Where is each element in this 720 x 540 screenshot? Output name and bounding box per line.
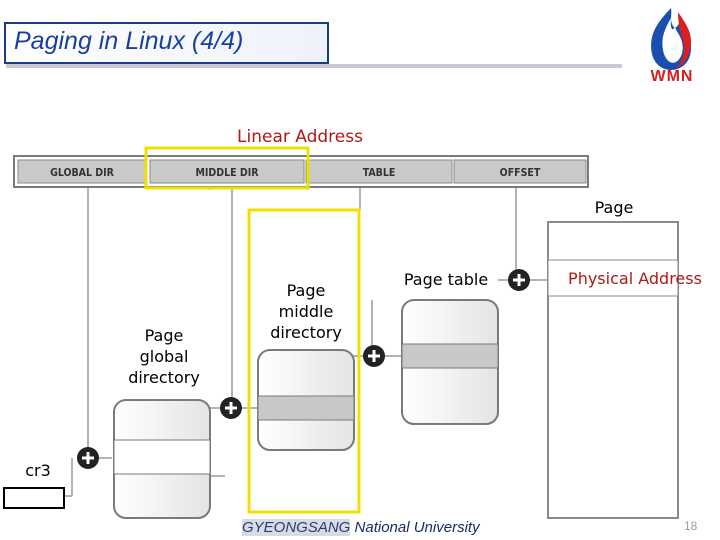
title-underline	[6, 64, 622, 68]
slide-title: Paging in Linux (4/4)	[14, 27, 244, 55]
address-field-label: GLOBAL DIR	[50, 167, 115, 179]
page-label: Page	[578, 197, 650, 218]
address-field-offset	[453, 159, 587, 184]
plus-circle-icon	[363, 345, 385, 367]
address-field-cells: GLOBAL DIR MIDDLE DIR TABLE OFFSET	[17, 159, 587, 184]
page-middle-directory-label: Page middle directory	[270, 281, 342, 342]
address-field-label: MIDDLE DIR	[196, 167, 260, 179]
footer-university: GYEONGSANG National University	[242, 519, 480, 536]
page-number: 18	[684, 519, 698, 533]
physical-address-entry	[547, 259, 679, 297]
page-table-label: Page table	[403, 270, 489, 289]
flame-logo-icon	[651, 8, 692, 70]
address-field-table	[305, 159, 453, 184]
address-field-middle-dir	[149, 159, 305, 184]
page-table-entry	[401, 343, 499, 369]
physical-address-label: Physical Address	[568, 269, 702, 288]
middle-dir-highlight	[144, 146, 310, 190]
logo-text: WMN	[650, 68, 694, 85]
connector-lines	[64, 187, 548, 497]
cr3-register	[3, 487, 65, 509]
plus-circle-icon	[508, 269, 530, 291]
page-middle-directory-entry	[257, 395, 355, 421]
address-field-label: OFFSET	[500, 167, 541, 179]
university-name-highlight: GYEONGSANG	[242, 519, 351, 536]
plus-circle-icon	[220, 397, 242, 419]
page-global-directory-entry	[113, 439, 211, 475]
university-name-rest: National University	[350, 519, 480, 536]
page-global-directory-label: Page global directory	[128, 326, 200, 387]
plus-circle-icon	[77, 447, 99, 469]
linear-address-label: Linear Address	[237, 127, 363, 147]
title-box	[4, 22, 329, 64]
page-middle-directory-highlight	[247, 208, 361, 514]
address-field-label: TABLE	[363, 167, 396, 179]
cr3-label: cr3	[25, 461, 51, 480]
paging-diagram: GLOBAL DIR MIDDLE DIR TABLE OFFSET	[3, 146, 679, 519]
footer-bar	[0, 519, 720, 540]
